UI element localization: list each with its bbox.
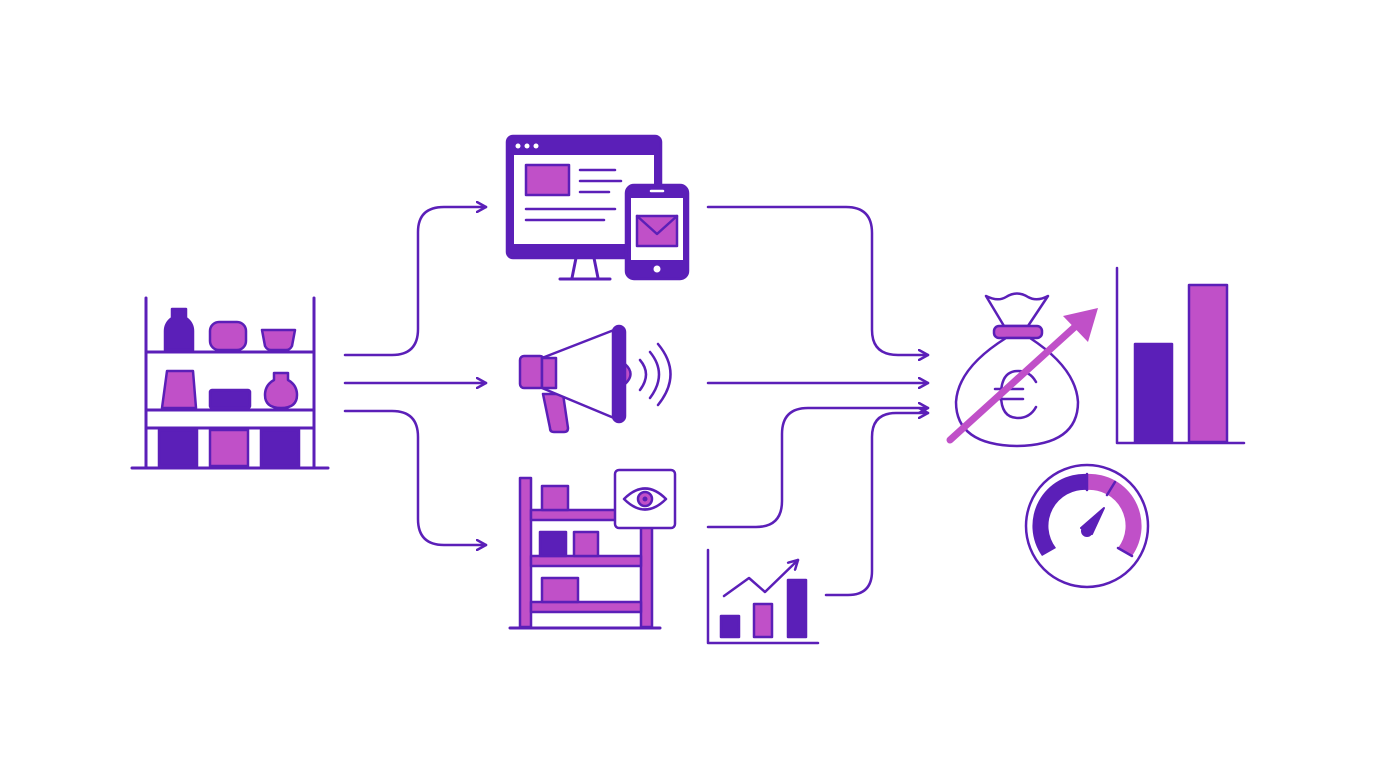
trend-bar-chart-icon <box>706 548 820 645</box>
speedometer-icon <box>1024 463 1150 589</box>
connector-analytics-to-money <box>824 413 930 597</box>
growth-bar-chart-icon <box>1115 266 1246 445</box>
connector-shelf-to-website <box>343 207 488 357</box>
connector-website-to-money <box>706 205 930 355</box>
retail-display-icon <box>508 468 677 630</box>
product-shelf-icon <box>130 296 330 470</box>
euro-money-bag-icon <box>946 292 1098 448</box>
connector-display-to-money <box>706 408 930 529</box>
connector-shelf-to-display <box>343 409 488 545</box>
megaphone-icon <box>518 324 672 434</box>
connectors <box>343 205 930 597</box>
website-email-icon <box>505 134 690 281</box>
